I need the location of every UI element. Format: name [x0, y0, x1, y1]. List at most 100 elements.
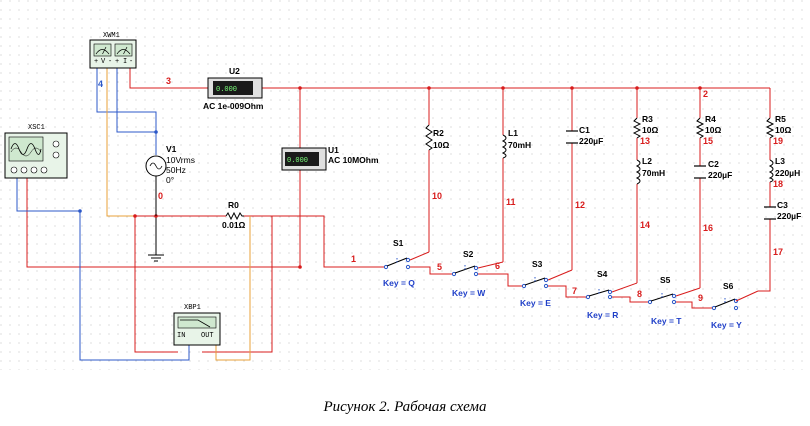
r3-label: R3 — [642, 114, 653, 124]
xsc1-label: XSC1 — [28, 124, 45, 132]
capacitor-c3[interactable] — [764, 206, 776, 220]
l1-label: L1 — [508, 128, 518, 138]
c2-label: C2 — [708, 159, 719, 169]
s6-key: Key = Y — [711, 320, 742, 330]
net-label-14: 14 — [640, 220, 650, 230]
multimeter-xwm1[interactable]: + V - + I - — [89, 39, 137, 69]
net-label-11: 11 — [506, 197, 516, 207]
xwm-pin-minus-v: - — [108, 58, 112, 66]
xbp-out-label: OUT — [201, 332, 214, 340]
net-label-13: 13 — [640, 136, 650, 146]
c1-value: 220µF — [579, 136, 603, 146]
s3-key: Key = E — [520, 298, 551, 308]
net-label-1: 1 — [351, 254, 356, 264]
u1-reading: 0.000 — [287, 157, 308, 165]
switch-s1[interactable] — [383, 257, 411, 270]
oscilloscope-xsc1[interactable] — [4, 132, 68, 179]
resistor-r0[interactable] — [225, 211, 244, 221]
wire-net1-to-s1 — [244, 215, 384, 268]
net-label-10: 10 — [432, 191, 442, 201]
l3-label: L3 — [775, 156, 785, 166]
u2-reading: 0.000 — [216, 86, 237, 94]
xwm1-label: XWM1 — [103, 32, 120, 40]
net-label-3: 3 — [166, 76, 171, 86]
xbp-in-label: IN — [177, 332, 185, 340]
c1-label: C1 — [579, 125, 590, 135]
wire-xwm-to-u2 — [129, 68, 208, 89]
ac-source-v1[interactable] — [145, 155, 167, 216]
r3-value: 10Ω — [642, 125, 658, 135]
net-label-8: 8 — [637, 289, 642, 299]
figure-caption: Рисунок 2. Рабочая схема — [323, 399, 487, 415]
resistor-r2[interactable] — [425, 124, 433, 151]
voltmeter-u1[interactable]: 0.000 — [281, 147, 327, 171]
switch-s5[interactable] — [647, 293, 677, 305]
switch-s4[interactable] — [585, 289, 613, 300]
wire-s3-contact — [547, 269, 573, 281]
s5-key: Key = T — [651, 316, 682, 326]
wire-s2-contact — [477, 261, 504, 269]
wire-s4-contact — [611, 282, 638, 293]
net-label-9: 9 — [698, 293, 703, 303]
c2-value: 220µF — [708, 170, 732, 180]
v1-frequency: 50Hz — [166, 165, 186, 175]
inductor-l1[interactable] — [501, 134, 507, 159]
wire-net8 — [612, 296, 648, 303]
s4-key: Key = R — [587, 310, 618, 320]
wire-s5-contact — [675, 287, 701, 297]
s6-label: S6 — [723, 281, 734, 291]
net-label-18: 18 — [773, 179, 783, 189]
switch-s3[interactable] — [521, 277, 549, 289]
resistor-r3[interactable] — [632, 117, 642, 139]
bode-plotter-xbp1[interactable]: IN OUT — [173, 312, 221, 346]
r2-label: R2 — [433, 128, 444, 138]
net-label-12: 12 — [575, 200, 585, 210]
wire-net0-to-xbp — [134, 216, 178, 353]
wire-net17 — [758, 219, 771, 292]
capacitor-c2[interactable] — [694, 165, 706, 179]
s5-label: S5 — [660, 275, 671, 285]
u1-label: U1 — [328, 145, 339, 155]
s3-label: S3 — [532, 259, 543, 269]
u1-spec: AC 10MOhm — [328, 155, 379, 165]
r4-value: 10Ω — [705, 125, 721, 135]
resistor-r5[interactable] — [765, 117, 775, 139]
wire-xbp-out — [202, 216, 273, 353]
net-label-17: 17 — [773, 247, 783, 257]
wire-net9 — [676, 301, 712, 309]
xwm-pin-v: V — [101, 58, 106, 66]
s1-label: S1 — [393, 238, 404, 248]
s4-label: S4 — [597, 269, 608, 279]
net-label-0: 0 — [158, 191, 163, 201]
wire-orange-xbp — [215, 216, 251, 361]
junctions — [78, 86, 702, 269]
resistor-r4[interactable] — [695, 117, 705, 139]
inductor-l2[interactable] — [635, 159, 641, 185]
ammeter-u2[interactable]: 0.000 — [207, 77, 263, 99]
c3-label: C3 — [777, 200, 788, 210]
s1-key: Key = Q — [383, 278, 415, 288]
circuit-schematic: + V - + I - XWM1 XSC1 IN OUT XBP1 0.000 … — [0, 0, 810, 370]
wire-orange — [106, 68, 135, 217]
net-label-19: 19 — [773, 136, 783, 146]
xwm-pin-plus-i: + — [115, 58, 119, 66]
wire-s1-contact — [409, 251, 430, 261]
l2-label: L2 — [642, 156, 652, 166]
r4-label: R4 — [705, 114, 716, 124]
switch-s6[interactable] — [711, 290, 759, 311]
c3-value: 220µF — [777, 211, 801, 221]
r0-label: R0 — [228, 200, 239, 210]
wire-xsc-to-xbp — [16, 178, 190, 361]
inductor-l3[interactable] — [768, 159, 774, 183]
net-label-6: 6 — [495, 261, 500, 271]
xwm-pin-minus-i: - — [129, 58, 133, 66]
v1-voltage: 10Vrms — [166, 155, 195, 165]
xwm-pin-plus-v: + — [94, 58, 98, 66]
wire-net1-bottom — [26, 178, 300, 268]
net-label-5: 5 — [437, 262, 442, 272]
s2-key: Key = W — [452, 288, 486, 298]
wire-net6 — [478, 273, 522, 287]
capacitor-c1[interactable] — [566, 130, 578, 144]
switch-s2[interactable] — [451, 265, 479, 277]
net-label-4: 4 — [98, 79, 103, 89]
